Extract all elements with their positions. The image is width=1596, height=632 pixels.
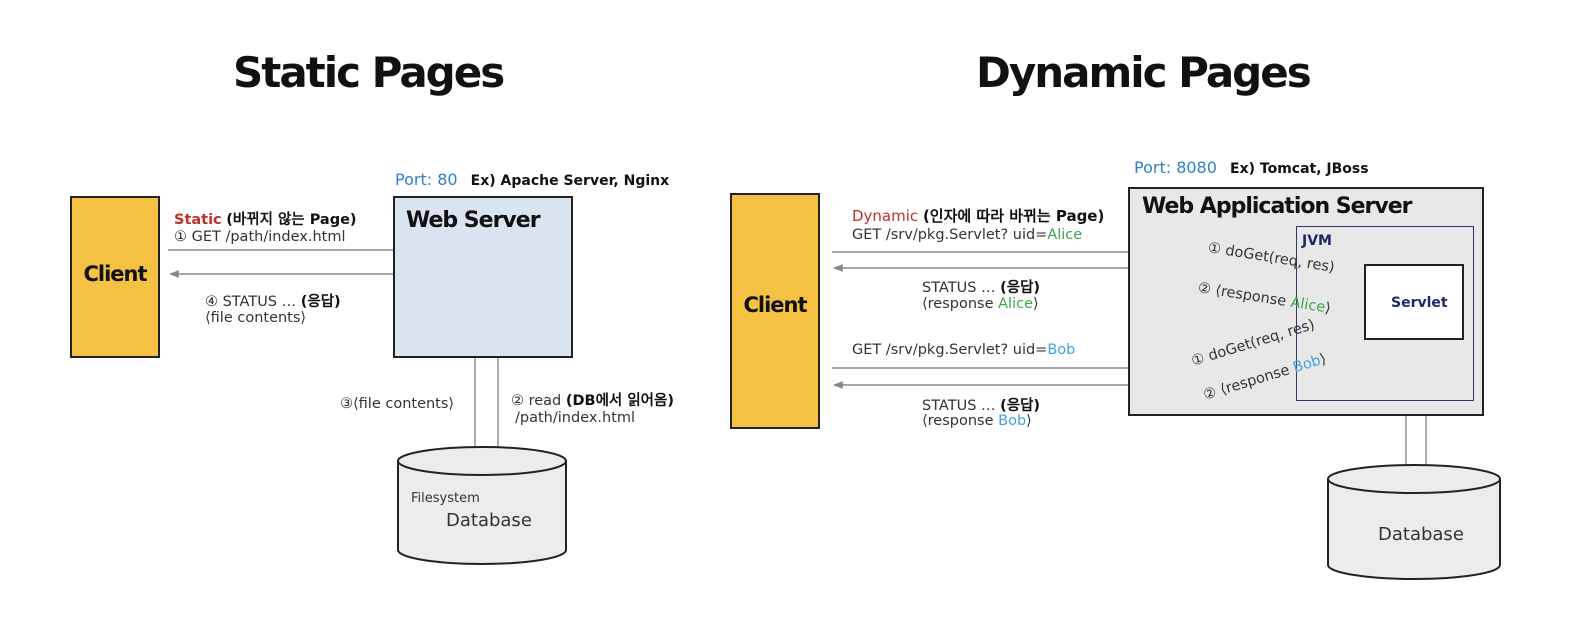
bob-status-line: STATUS … (응답) (922, 394, 1040, 415)
static-response-caption: ④ STATUS … (응답) (205, 290, 341, 311)
bob-status-prefix: STATUS … (922, 398, 996, 414)
alice-response-prefix: ⟨response (922, 296, 994, 312)
bob-status-bold: (응답) (1000, 398, 1041, 414)
static-read-bold: (DB에서 읽어옴) (565, 393, 674, 409)
static-read-prefix: ② read (511, 393, 562, 409)
alice-get-name: Alice (1047, 227, 1083, 243)
alice-status-line: STATUS … (응답) (922, 276, 1040, 297)
was-label: Web Application Server (1142, 194, 1413, 219)
dynamic-keyword: Dynamic (852, 207, 919, 225)
static-request-caption: Static (바뀌지 않는 Page) (174, 208, 357, 229)
dynamic-port-example: Ex) Tomcat, JBoss (1230, 161, 1369, 177)
dynamic-title: Dynamic Pages (976, 48, 1312, 97)
bob-get-line: GET /srv/pkg.Servlet? uid=Bob (852, 342, 1075, 358)
static-request-line: ① GET /path/index.html (174, 229, 346, 245)
servlet-box: Servlet (1364, 264, 1464, 340)
bob-get-prefix: GET /srv/pkg.Servlet? uid= (852, 342, 1048, 358)
dynamic-db-label: Database (1378, 524, 1464, 545)
dynamic-database-cylinder (1327, 464, 1501, 580)
web-server-box: Web Server (393, 196, 573, 358)
static-request-desc: (바뀌지 않는 Page) (226, 212, 357, 228)
alice-response-line: ⟨response Alice⟩ (922, 296, 1039, 312)
static-read-caption: ② read (DB에서 읽어옴) (511, 389, 674, 410)
bob-response-line: ⟨response Bob⟩ (922, 413, 1032, 429)
alice-response-name: Alice (998, 296, 1034, 312)
jvm-box: JVM (1296, 226, 1474, 401)
static-title: Static Pages (233, 48, 505, 97)
static-response-prefix: ④ STATUS … (205, 294, 297, 310)
alice-get-prefix: GET /srv/pkg.Servlet? uid= (852, 227, 1048, 243)
web-server-label: Web Server (406, 208, 541, 233)
dynamic-request-desc: (인자에 따라 바뀌는 Page) (922, 207, 1105, 225)
static-port: Port: 80 (395, 170, 458, 189)
dynamic-client-box: Client (730, 193, 820, 429)
alice-status-prefix: STATUS … (922, 280, 996, 296)
bob-response-prefix: ⟨response (922, 413, 994, 429)
static-keyword: Static (174, 212, 222, 228)
static-read-path: /path/index.html (515, 410, 636, 426)
dynamic-request-caption: Dynamic (인자에 따라 바뀌는 Page) (852, 205, 1104, 226)
dynamic-client-label: Client (743, 293, 807, 317)
static-response-line2: ⟨file contents⟩ (205, 310, 307, 326)
static-client-box: Client (70, 196, 160, 358)
alice-response-suffix: ⟩ (1033, 296, 1039, 312)
bob-response-suffix: ⟩ (1026, 413, 1032, 429)
static-port-example: Ex) Apache Server, Nginx (470, 173, 670, 189)
static-port-info: Port: 80 Ex) Apache Server, Nginx (395, 170, 669, 189)
static-db-sub: Filesystem (411, 491, 480, 506)
dynamic-port-info: Port: 8080 Ex) Tomcat, JBoss (1134, 158, 1369, 177)
static-client-label: Client (83, 262, 147, 286)
alice-get-line: GET /srv/pkg.Servlet? uid=Alice (852, 227, 1082, 243)
static-db-label: Database (446, 510, 532, 531)
static-file-contents: ③⟨file contents⟩ (340, 396, 455, 412)
jvm-label: JVM (1302, 233, 1332, 249)
static-response-bold: (응답) (300, 294, 341, 310)
servlet-label: Servlet (1391, 295, 1448, 311)
static-database-cylinder (397, 446, 567, 565)
dynamic-port: Port: 8080 (1134, 158, 1217, 177)
alice-status-bold: (응답) (1000, 280, 1041, 296)
bob-get-name: Bob (1047, 342, 1076, 358)
was-box: Web Application Server (1128, 187, 1484, 416)
bob-response-name: Bob (998, 413, 1027, 429)
